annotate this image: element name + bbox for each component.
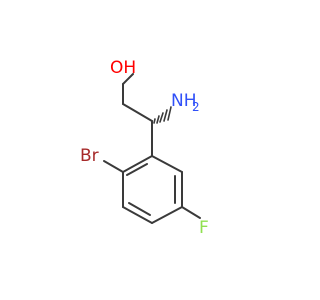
molecule-canvas: OH NH 2 Br F [80,58,209,238]
atom-label-amine: NH [171,91,197,111]
molecule-structure: OH NH 2 Br F [80,58,209,238]
bond-ring-br [103,160,124,173]
atom-label-amine-subscript: 2 [192,100,200,114]
ring-bond-3 [122,206,153,224]
atom-label-hydroxyl: OH [110,58,136,78]
stereo-hash-bond [153,106,172,124]
ring-bond-3-inner [128,202,151,216]
bond-o-ch2 [122,73,134,85]
atom-label-fluorine: F [199,218,209,238]
atom-label-bromine: Br [80,146,99,166]
bonds [103,73,201,224]
ring-bond-6 [151,155,183,173]
ring-bond-1 [122,155,153,173]
ring-bond-1-inner [126,163,148,176]
ring-bond-4 [151,206,183,224]
bond-ring-f [181,206,201,219]
bond-ch2-cstar [122,103,153,122]
